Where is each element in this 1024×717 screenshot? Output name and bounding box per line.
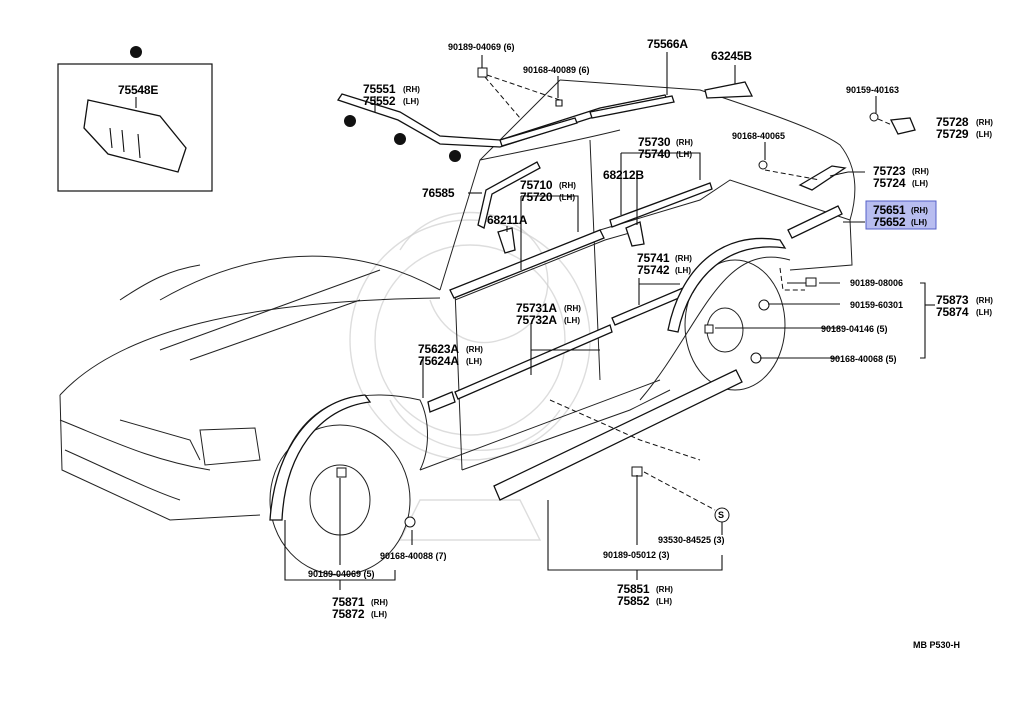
label-75871-rh: (RH) — [371, 598, 388, 607]
label-75720: 75720 — [520, 190, 553, 204]
label-90189-08006: 90189-08006 — [850, 278, 903, 288]
diagram-code: MB P530-H — [913, 640, 960, 650]
labels: 90189-04069 (6) 90168-40089 (6) 75566A 6… — [308, 37, 993, 650]
label-75729-lh: (LH) — [976, 130, 992, 139]
label-75652: 75652 — [873, 215, 906, 229]
watermark-emblem — [349, 211, 591, 541]
label-75724-lh: (LH) — [912, 179, 928, 188]
label-76585: 76585 — [422, 186, 455, 200]
label-75623A-rh: (RH) — [466, 345, 483, 354]
part-75731A — [454, 324, 613, 400]
label-75742: 75742 — [637, 263, 670, 277]
label-75566A: 75566A — [647, 37, 688, 51]
label-90159-60301: 90159-60301 — [850, 300, 903, 310]
label-75552: 75552 — [363, 94, 396, 108]
label-75710: 75710 — [520, 178, 553, 192]
label-75874: 75874 — [936, 305, 969, 319]
label-75728-rh: (RH) — [976, 118, 993, 127]
label-75552-lh: (LH) — [403, 97, 419, 106]
part-63245B — [704, 81, 754, 99]
label-75732A: 75732A — [516, 313, 557, 327]
label-75872-lh: (LH) — [371, 610, 387, 619]
clip-68212B — [625, 221, 645, 247]
label-75741-rh: (RH) — [675, 254, 692, 263]
label-63245B: 63245B — [711, 49, 752, 63]
label-75651: 75651 — [873, 203, 906, 217]
label-75724: 75724 — [873, 176, 906, 190]
label-75874-lh: (LH) — [976, 308, 992, 317]
label-75624A-lh: (LH) — [466, 357, 482, 366]
inset-box: 75548E — [57, 46, 213, 192]
label-75872: 75872 — [332, 607, 365, 621]
part-75623A — [427, 391, 456, 413]
label-90168-40068-5: 90168-40068 (5) — [830, 354, 897, 364]
label-75723-rh: (RH) — [912, 167, 929, 176]
label-75551: 75551 — [363, 82, 396, 96]
label-93530-84525-3: 93530-84525 (3) — [658, 535, 725, 545]
roof-moulding — [336, 93, 669, 148]
label-90159-40163: 90159-40163 — [846, 85, 899, 95]
label-75732A-lh: (LH) — [564, 316, 580, 325]
part-76585 — [477, 161, 541, 229]
label-75624A: 75624A — [418, 354, 459, 368]
highlight-75651-75652[interactable] — [865, 200, 937, 230]
label-90189-04069-6: 90189-04069 (6) — [448, 42, 515, 52]
label-75740: 75740 — [638, 147, 671, 161]
part-75651 — [787, 205, 843, 239]
label-90189-05012-3: 90189-05012 (3) — [603, 550, 670, 560]
label-75652-lh: (LH) — [911, 218, 927, 227]
part-75710 — [449, 229, 605, 299]
rear-arch-75873 — [667, 237, 787, 333]
label-75723: 75723 — [873, 164, 906, 178]
label-75731A: 75731A — [516, 301, 557, 315]
label-75729: 75729 — [936, 127, 969, 141]
label-75851: 75851 — [617, 582, 650, 596]
label-75741: 75741 — [637, 251, 670, 265]
front-arch-75871 — [269, 394, 372, 521]
label-75710-rh: (RH) — [559, 181, 576, 190]
label-90189-04146-5: 90189-04146 (5) — [821, 324, 888, 334]
part-75730 — [609, 182, 713, 228]
label-75720-lh: (LH) — [559, 193, 575, 202]
s-mark: S — [718, 510, 724, 520]
part-75723 — [798, 165, 847, 191]
label-75548E: 75548E — [118, 83, 158, 97]
label-75623A: 75623A — [418, 342, 459, 356]
car-body — [59, 79, 856, 576]
label-75873-rh: (RH) — [976, 296, 993, 305]
label-68211A: 68211A — [487, 213, 528, 227]
label-75730-rh: (RH) — [676, 138, 693, 147]
label-75873: 75873 — [936, 293, 969, 307]
label-75731A-rh: (RH) — [564, 304, 581, 313]
label-90168-40088-7: 90168-40088 (7) — [380, 551, 447, 561]
label-75740-lh: (LH) — [676, 150, 692, 159]
label-90168-40065: 90168-40065 — [732, 131, 785, 141]
parts — [269, 67, 916, 528]
label-75651-rh: (RH) — [911, 206, 928, 215]
label-68212B: 68212B — [603, 168, 644, 182]
label-75730: 75730 — [638, 135, 671, 149]
label-75871: 75871 — [332, 595, 365, 609]
rocker-panel-75851 — [493, 369, 743, 501]
label-90189-04069-5: 90189-04069 (5) — [308, 569, 375, 579]
label-90168-40089-6: 90168-40089 (6) — [523, 65, 590, 75]
label-75551-rh: (RH) — [403, 85, 420, 94]
label-75728: 75728 — [936, 115, 969, 129]
part-75728 — [889, 117, 916, 135]
label-75742-lh: (LH) — [675, 266, 691, 275]
leader-lines — [284, 52, 935, 590]
label-75851-rh: (RH) — [656, 585, 673, 594]
label-75852-lh: (LH) — [656, 597, 672, 606]
label-75852: 75852 — [617, 594, 650, 608]
